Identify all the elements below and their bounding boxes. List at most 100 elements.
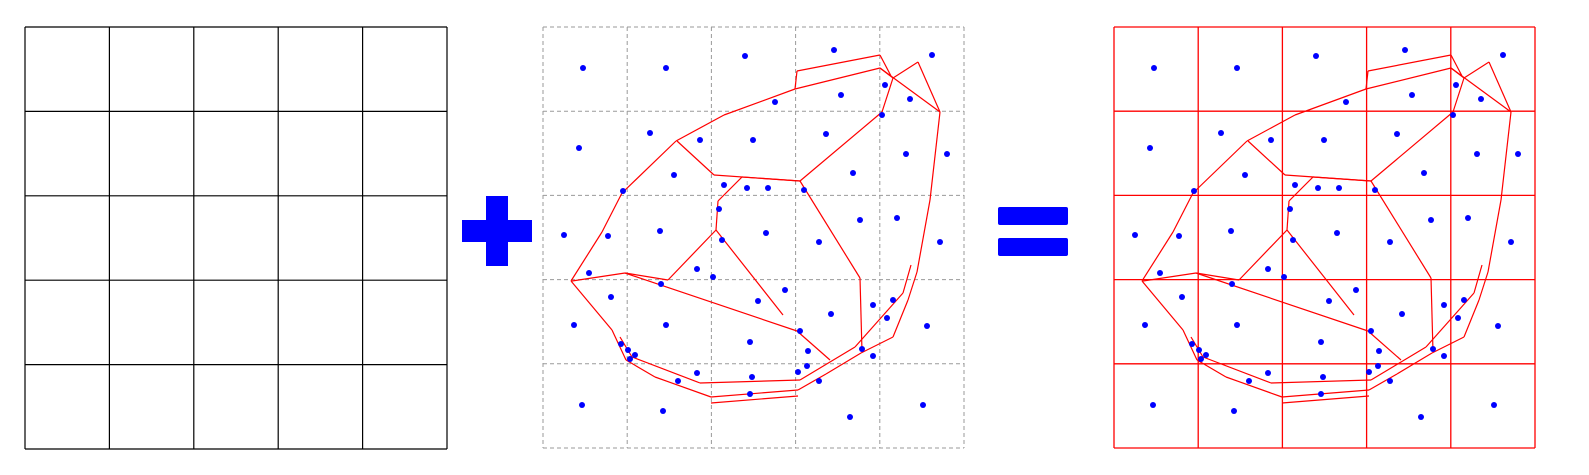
- point: [831, 47, 837, 53]
- point: [1189, 341, 1195, 347]
- polygon-edge: [1246, 114, 1296, 142]
- polygon-edge: [881, 77, 894, 113]
- polygon-edge: [916, 199, 931, 273]
- polygon-edge: [1370, 180, 1432, 279]
- polygon-edge: [1500, 111, 1512, 201]
- polygon-edge: [797, 373, 827, 391]
- polygon-edge: [1190, 336, 1204, 358]
- red-polygon-outlines: [570, 54, 941, 404]
- point: [1409, 92, 1415, 98]
- polygon-edge: [1286, 229, 1355, 316]
- point: [1353, 287, 1359, 293]
- point: [755, 298, 761, 304]
- point: [884, 315, 890, 321]
- point: [1151, 65, 1157, 71]
- polygon-edge: [570, 280, 613, 331]
- point: [1461, 297, 1467, 303]
- point: [694, 266, 700, 272]
- point: [1326, 298, 1332, 304]
- point: [663, 65, 669, 71]
- polygon-edge: [570, 231, 603, 282]
- polygon-edge: [1195, 272, 1240, 281]
- point: [627, 356, 633, 362]
- point: [694, 370, 700, 376]
- point: [816, 239, 822, 245]
- point: [1402, 47, 1408, 53]
- point: [847, 414, 853, 420]
- point: [1394, 131, 1400, 137]
- point: [907, 96, 913, 102]
- polygon-edge: [879, 67, 894, 79]
- point: [890, 297, 896, 303]
- point: [944, 151, 950, 157]
- polygon-edge: [1450, 67, 1465, 79]
- polygon-edge: [654, 376, 712, 398]
- point: [747, 391, 753, 397]
- polygon-edge: [1463, 299, 1480, 338]
- point: [721, 182, 727, 188]
- point: [1372, 187, 1378, 193]
- polygon-edge: [1478, 271, 1489, 301]
- polygon-edge: [1294, 88, 1367, 116]
- point: [929, 52, 935, 58]
- blue-point-set: [1132, 47, 1521, 420]
- point: [1376, 348, 1382, 354]
- equals-sign: [998, 207, 1068, 256]
- polygon-edge: [902, 264, 912, 294]
- polygon-edge: [1365, 67, 1452, 90]
- point: [1441, 353, 1447, 359]
- point: [772, 99, 778, 105]
- polygon-edge: [676, 140, 715, 176]
- point: [1234, 65, 1240, 71]
- polygon-edge: [1284, 174, 1372, 182]
- point: [710, 274, 716, 280]
- point: [816, 378, 822, 384]
- polygon-edge: [675, 114, 725, 142]
- point: [1321, 137, 1327, 143]
- polygon-edge: [1430, 277, 1434, 353]
- point: [765, 185, 771, 191]
- polygon-edge: [929, 111, 941, 201]
- polygon-edge: [723, 88, 796, 116]
- point: [625, 347, 631, 353]
- point: [1315, 185, 1321, 191]
- point: [647, 130, 653, 136]
- point: [1491, 402, 1497, 408]
- point: [1179, 294, 1185, 300]
- polygon-edge: [1288, 176, 1314, 202]
- point: [1228, 228, 1234, 234]
- polygons-on-dashed-grid-panel: [542, 26, 965, 449]
- point: [580, 65, 586, 71]
- point: [879, 112, 885, 118]
- polygon-edge: [717, 176, 743, 202]
- point: [632, 352, 638, 358]
- point: [1336, 185, 1342, 191]
- polygon-edge: [794, 67, 881, 90]
- point: [675, 378, 681, 384]
- point: [1418, 414, 1424, 420]
- point: [579, 402, 585, 408]
- point: [1441, 302, 1447, 308]
- red-polygon-outlines: [1141, 54, 1512, 404]
- point: [782, 287, 788, 293]
- plus-sign: [462, 196, 532, 266]
- polygon-edge: [794, 70, 798, 90]
- point: [1500, 52, 1506, 58]
- polygon-edge: [624, 272, 798, 332]
- point: [1218, 130, 1224, 136]
- red-grid: [1113, 26, 1536, 449]
- point: [1515, 151, 1521, 157]
- point: [657, 228, 663, 234]
- point: [1265, 266, 1271, 272]
- point: [870, 302, 876, 308]
- point: [882, 82, 888, 88]
- point: [1399, 311, 1405, 317]
- point: [1196, 347, 1202, 353]
- polygon-edge: [796, 330, 831, 361]
- polygon-edge: [1370, 346, 1427, 381]
- point: [742, 53, 748, 59]
- polygon-edge: [1141, 280, 1184, 331]
- point: [605, 233, 611, 239]
- polygon-edge: [710, 389, 799, 398]
- polygon-edge: [619, 336, 633, 358]
